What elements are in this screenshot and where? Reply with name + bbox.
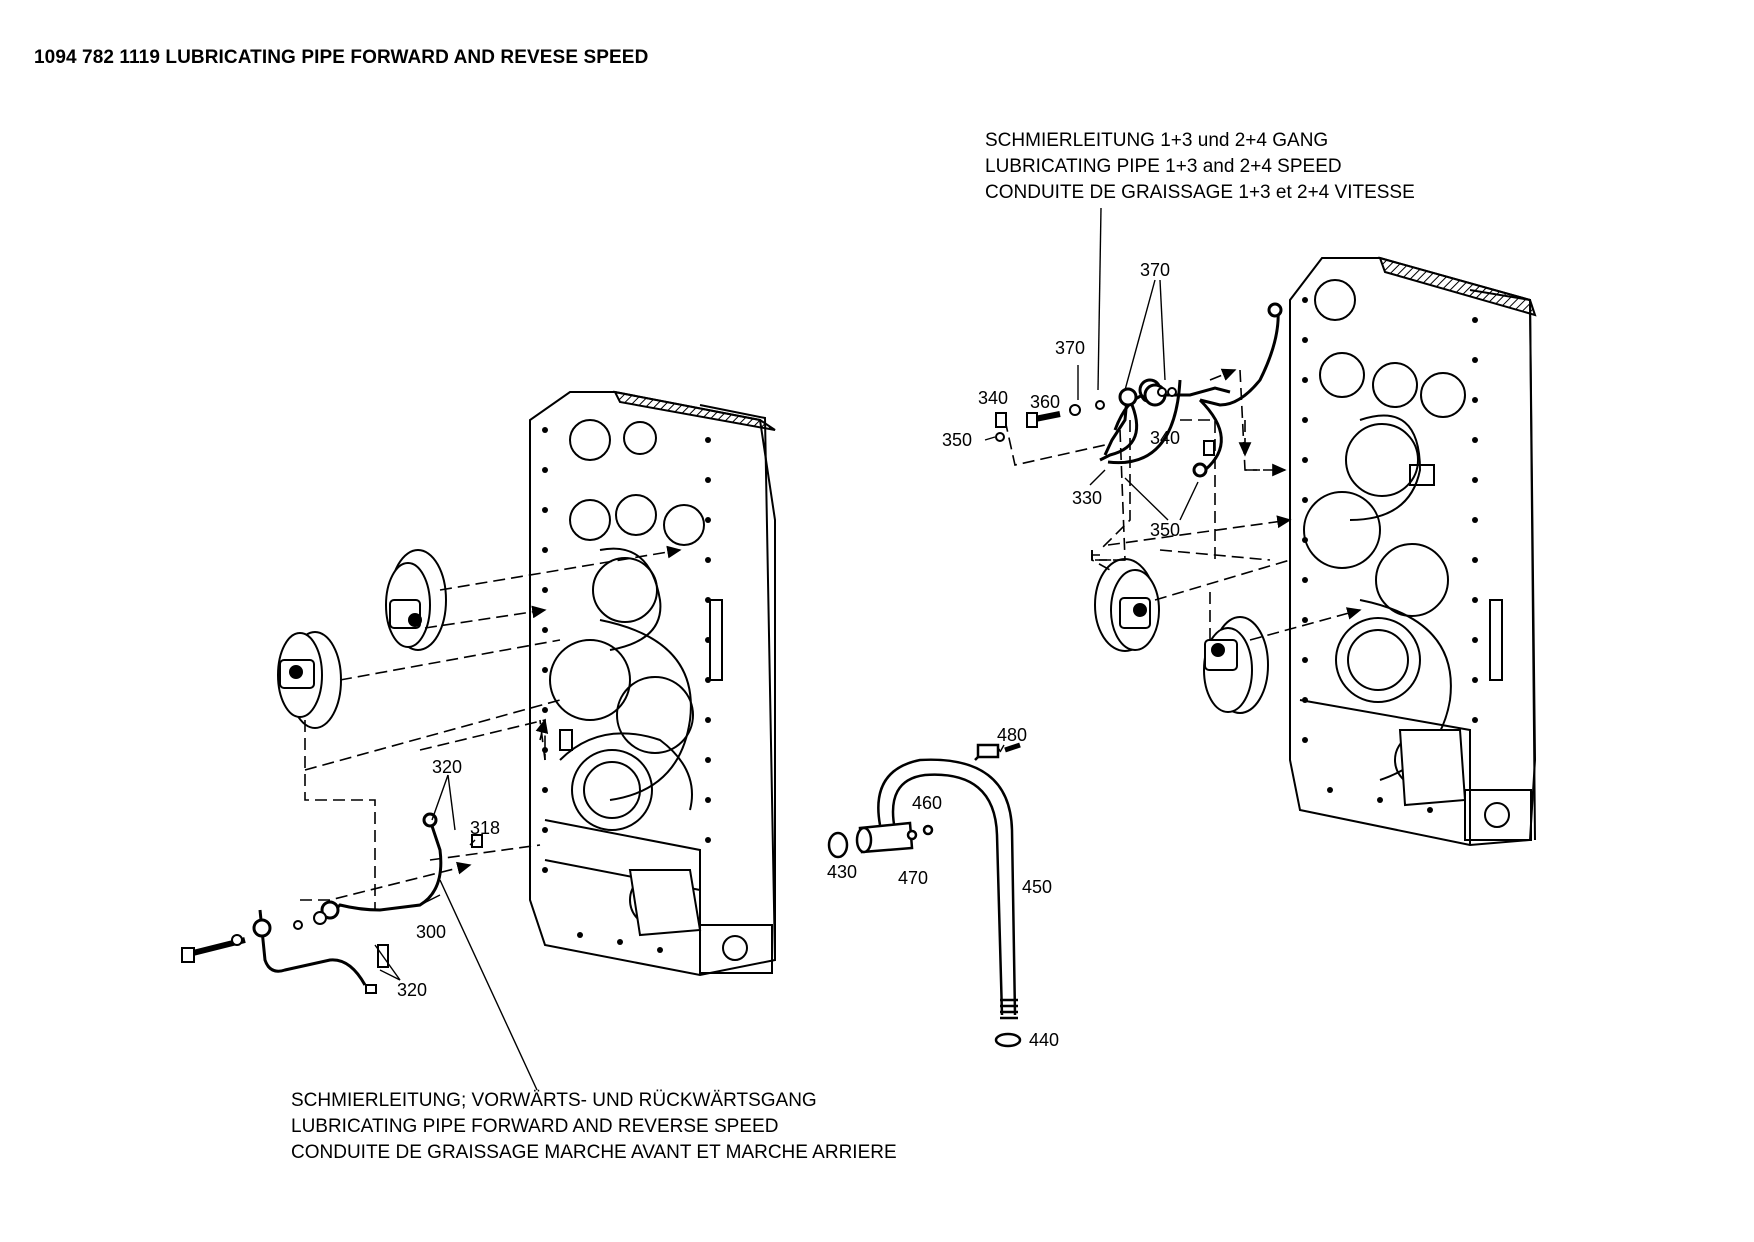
caption-line-french: CONDUITE DE GRAISSAGE 1+3 et 2+4 VITESSE (985, 182, 1415, 203)
bearing-cover-right-left (1095, 559, 1159, 651)
callout-330: 330 (1072, 488, 1103, 508)
hardware-left (182, 835, 482, 993)
housing-right-bolt-holes (1302, 297, 1478, 813)
callout-340: 340 (978, 388, 1009, 408)
bearing-cover-right-right (1204, 617, 1268, 713)
bearing-cover-left-upper (386, 550, 446, 650)
callout-320: 320 (432, 757, 463, 777)
lubricating-pipe-330 (1100, 304, 1281, 476)
hardware-right (996, 388, 1214, 455)
callout-370: 370 (1055, 338, 1086, 358)
callout-340: 340 (1150, 428, 1181, 448)
caption-line-english: LUBRICATING PIPE FORWARD AND REVERSE SPE… (291, 1116, 779, 1137)
callout-440: 440 (1029, 1030, 1060, 1050)
callout-300: 300 (416, 922, 447, 942)
callout-350: 350 (1150, 520, 1181, 540)
lubricating-pipe-300 (254, 814, 441, 985)
caption-line-german: SCHMIERLEITUNG 1+3 und 2+4 GANG (985, 130, 1329, 151)
housing-left-bolt-holes (542, 427, 711, 953)
callout-450: 450 (1022, 877, 1053, 897)
callout-430: 430 (827, 862, 858, 882)
callout-320: 320 (397, 980, 428, 1000)
callout-370: 370 (1140, 260, 1171, 280)
callout-350: 350 (942, 430, 973, 450)
caption-lubricating-pipe-forward-reverse: SCHMIERLEITUNG; VORWÄRTS- UND RÜCKWÄRTSG… (291, 1088, 897, 1166)
callout-318: 318 (470, 818, 501, 838)
assembly-lines-left (300, 545, 682, 910)
drawing-title: 1094 782 1119 LUBRICATING PIPE FORWARD A… (34, 47, 649, 68)
caption-line-english: LUBRICATING PIPE 1+3 and 2+4 SPEED (985, 156, 1342, 177)
callout-480: 480 (997, 725, 1028, 745)
transmission-housing-right (1290, 258, 1535, 845)
callout-460: 460 (912, 793, 943, 813)
caption-line-german: SCHMIERLEITUNG; VORWÄRTS- UND RÜCKWÄRTSG… (291, 1090, 817, 1111)
caption-line-french: CONDUITE DE GRAISSAGE MARCHE AVANT ET MA… (291, 1142, 897, 1163)
callout-360: 360 (1030, 392, 1061, 412)
transmission-housing-left (530, 392, 775, 975)
bearing-cover-left-lower (278, 632, 341, 728)
caption-lubricating-pipe-1-3-2-4: SCHMIERLEITUNG 1+3 und 2+4 GANG LUBRICAT… (985, 128, 1415, 206)
leader-lines-left (375, 775, 537, 1090)
leader-lines-right (985, 208, 1198, 520)
assembly-lines-right (1005, 368, 1362, 640)
lubricating-pipe-450 (829, 745, 1020, 1046)
callout-470: 470 (898, 868, 929, 888)
leader-lines-center (1000, 745, 1004, 752)
